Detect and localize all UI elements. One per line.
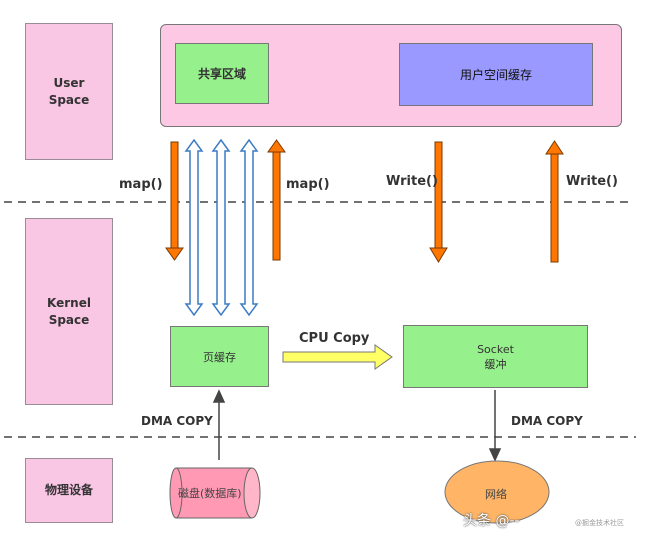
map-up-arrow <box>267 139 286 261</box>
dma-copy-label-left: DMA COPY <box>141 414 213 428</box>
dma-disk-arrow <box>212 389 226 460</box>
shared-region-label: 共享区域 <box>197 67 246 81</box>
cpu-copy-label: CPU Copy <box>299 331 370 346</box>
write-label-left: Write() <box>386 174 438 189</box>
map-label-right: map() <box>286 177 330 192</box>
page-cache-box: 页缓存 <box>170 326 269 387</box>
map-down-arrow <box>165 141 184 261</box>
disk-label: 磁盘(数据库) <box>178 487 242 500</box>
disk-cylinder <box>169 467 261 519</box>
network-ellipse <box>444 460 550 524</box>
user-buffer-label: 用户空间缓存 <box>459 68 532 82</box>
write-down-arrow <box>429 141 448 263</box>
write-up-arrow <box>545 140 564 263</box>
mmap-double-arrow-1 <box>184 138 204 317</box>
physical-device-label-box: 物理设备 <box>25 458 113 523</box>
socket-buffer-line1: Socket <box>477 342 514 356</box>
kernel-space-line2: Space <box>48 312 90 327</box>
network-label: 网络 <box>485 488 507 501</box>
mmap-double-arrow-2 <box>211 138 231 317</box>
shared-region-box: 共享区域 <box>175 43 269 104</box>
user-space-line2: Space <box>48 92 90 107</box>
socket-buffer-line2: 缓冲 <box>484 357 507 371</box>
user-space-line1: User <box>53 75 85 90</box>
page-cache-label: 页缓存 <box>203 350 236 364</box>
user-buffer-box: 用户空间缓存 <box>399 43 593 106</box>
physical-device-label: 物理设备 <box>44 483 93 497</box>
kernel-space-line1: Kernel <box>47 295 91 310</box>
dma-network-arrow <box>488 390 502 462</box>
map-label-left: map() <box>119 177 163 192</box>
watermark-sub: @掘金技术社区 <box>575 519 624 527</box>
watermark-main: 头条 @-- <box>463 513 520 529</box>
dma-copy-label-right: DMA COPY <box>511 414 583 428</box>
cpu-copy-arrow <box>282 344 393 370</box>
mmap-double-arrow-3 <box>239 138 259 317</box>
write-label-right: Write() <box>566 174 618 189</box>
